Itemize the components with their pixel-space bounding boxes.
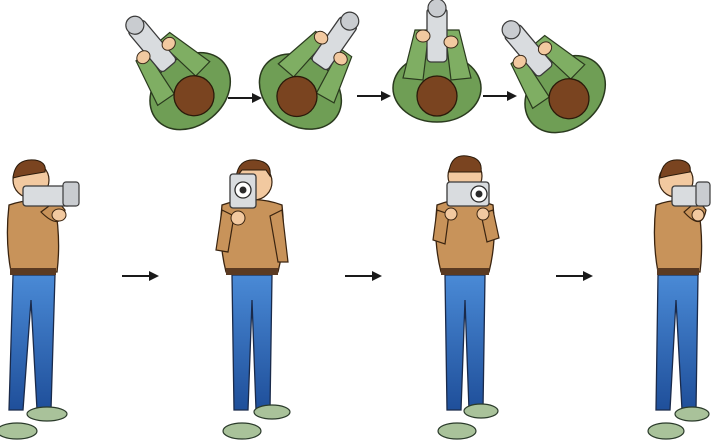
side-view-figure-1: [0, 160, 79, 439]
top-view-figure-1: [95, 0, 245, 145]
top-view-figure-3: [393, 0, 481, 122]
bottom-arrow-2: [345, 271, 382, 281]
top-view-figure-2: [245, 0, 391, 145]
bottom-arrow-3: [556, 271, 593, 281]
side-view-figure-2: [216, 160, 290, 439]
top-view-figure-4: [472, 0, 621, 148]
top-arrow-3: [483, 91, 517, 101]
bottom-arrow-1: [122, 271, 159, 281]
top-arrow-1: [228, 93, 262, 103]
side-view-figure-4: [648, 160, 710, 439]
side-view-figure-3: [433, 156, 499, 439]
top-arrow-2: [357, 91, 391, 101]
